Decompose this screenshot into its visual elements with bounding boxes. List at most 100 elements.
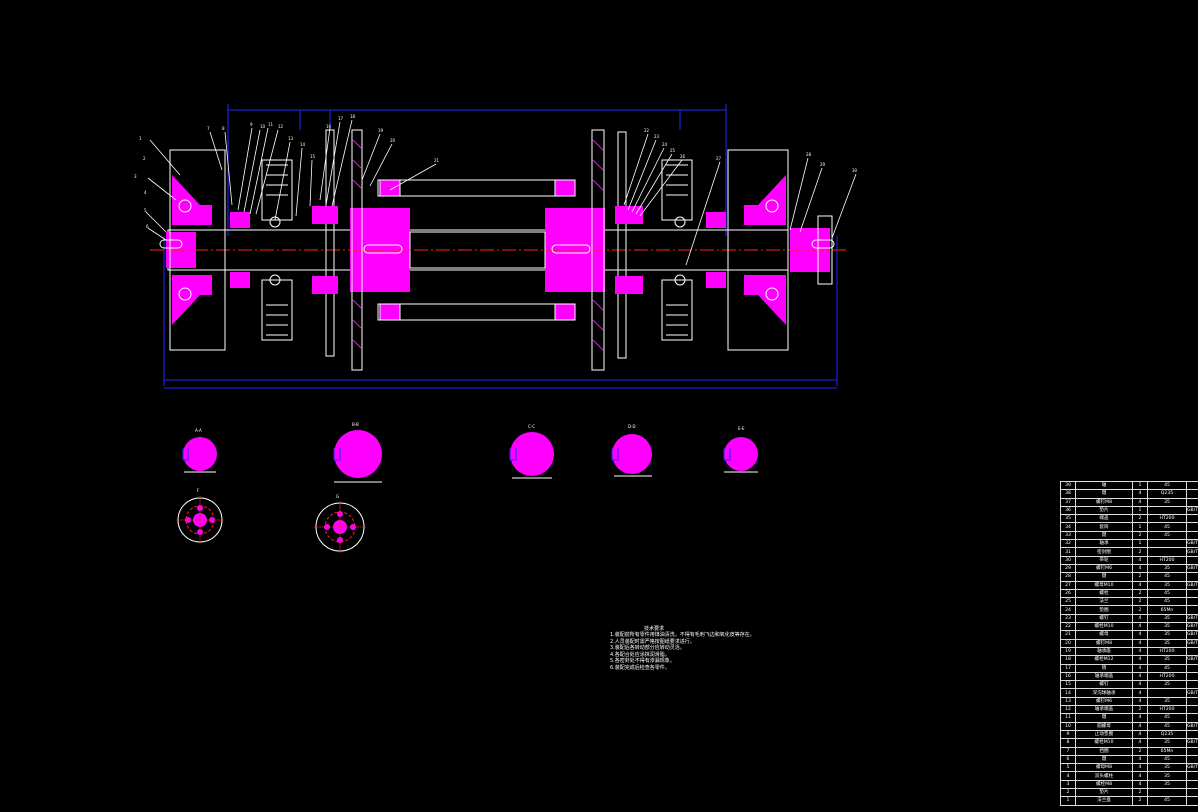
parts-list-cell: 法兰 <box>1075 597 1133 607</box>
parts-list-cell: 2 <box>1132 514 1148 524</box>
parts-list-cell: 12 <box>1060 704 1076 715</box>
technical-notes: 技术要求 1.装配前所有零件用煤油清洗，不得有毛刺飞边和氧化皮等存在。 2.人员… <box>610 626 755 672</box>
parts-list-cell: 4 <box>1132 721 1148 731</box>
parts-list-cell: 4 <box>1132 763 1148 773</box>
callout-5: 5 <box>144 208 147 213</box>
parts-list-cell: GB/T 5782 <box>1186 622 1198 632</box>
parts-list-cell: 1 <box>1060 796 1076 806</box>
parts-list-cell: GB/T 276 <box>1186 688 1198 698</box>
parts-list-cell: 11 <box>1060 713 1076 723</box>
parts-list-cell: 39 <box>1060 480 1076 491</box>
parts-list-cell <box>1147 787 1187 798</box>
parts-list-cell: 29 <box>1060 563 1076 574</box>
parts-list-cell <box>1186 680 1198 690</box>
parts-list-cell: 螺钉 <box>1075 613 1133 624</box>
parts-list-cell: 35 <box>1147 779 1187 790</box>
parts-list-cell: 2 <box>1060 787 1076 798</box>
parts-list-cell: 双头螺柱 <box>1075 771 1133 781</box>
parts-list-cell: 19 <box>1060 646 1076 657</box>
parts-list-cell: 销 <box>1075 663 1133 673</box>
parts-list-cell <box>1186 746 1198 756</box>
parts-list-cell: 4 <box>1132 663 1148 673</box>
parts-list-cell: 4 <box>1132 738 1148 748</box>
parts-list-cell: 45 <box>1147 796 1187 806</box>
parts-list-cell <box>1186 555 1198 565</box>
parts-list-cell: 4 <box>1132 630 1148 640</box>
parts-list-cell: 端盖 <box>1075 514 1133 524</box>
callout-11: 11 <box>268 122 274 127</box>
leader-lines <box>145 119 857 266</box>
parts-list-cell: 2 <box>1132 605 1148 615</box>
callout-1: 1 <box>139 136 142 141</box>
parts-list-cell: Q235 <box>1147 729 1187 740</box>
parts-list-cell: 2 <box>1132 787 1148 798</box>
parts-list-cell <box>1186 588 1198 599</box>
parts-list-cell: GB/T 70 <box>1186 638 1198 648</box>
parts-list-cell: 35 <box>1147 696 1187 707</box>
parts-list-cell: 圆螺母 <box>1075 721 1133 731</box>
parts-list-cell <box>1186 489 1198 499</box>
parts-list-cell: 9 <box>1060 729 1076 740</box>
parts-list-cell: 32 <box>1060 539 1076 549</box>
parts-list-cell: 键 <box>1075 713 1133 723</box>
parts-list-cell: 14 <box>1060 688 1076 698</box>
parts-list-cell: 35 <box>1147 613 1187 624</box>
parts-list-cell: 26 <box>1060 588 1076 599</box>
parts-list-cell <box>1186 663 1198 673</box>
callout-20: 20 <box>390 138 396 143</box>
parts-list-cell: 65Mn <box>1147 605 1187 615</box>
parts-list-cell: 36 <box>1060 505 1076 516</box>
parts-list-cell <box>1186 771 1198 781</box>
section-d-label: D-D <box>628 424 636 429</box>
note-line: 5.各密封处不得有渗漏现象。 <box>610 658 675 665</box>
note-line: 4.各配合处应涂抹润滑脂。 <box>610 651 670 658</box>
callout-16: 16 <box>326 124 332 129</box>
parts-list-cell: 2 <box>1132 746 1148 756</box>
callout-23: 23 <box>654 134 660 139</box>
parts-list-cell: 1 <box>1132 505 1148 516</box>
parts-list-cell: 65Mn <box>1147 746 1187 756</box>
parts-list-cell: 35 <box>1147 580 1187 590</box>
note-line: 3.装配后各转动部分应转动灵活。 <box>610 645 685 652</box>
parts-list-cell: 垫圈 <box>1075 605 1133 615</box>
parts-list-cell: 螺栓M10 <box>1075 622 1133 632</box>
parts-list-cell: 4 <box>1060 771 1076 781</box>
parts-list-cell <box>1186 779 1198 790</box>
parts-list-cell <box>1186 480 1198 491</box>
parts-list-cell: 4 <box>1132 497 1148 507</box>
parts-list-cell: 8 <box>1060 738 1076 748</box>
parts-list-cell: 4 <box>1132 754 1148 765</box>
section-b-label: B-B <box>352 422 359 427</box>
callout-27: 27 <box>716 156 722 161</box>
parts-list-cell: GB/T 70 <box>1186 563 1198 574</box>
parts-list-cell: 轴承座 <box>1075 646 1133 657</box>
parts-list-cell: 密封圈 <box>1075 547 1133 557</box>
parts-list-cell: 27 <box>1060 580 1076 590</box>
parts-list-cell: 45 <box>1147 663 1187 673</box>
parts-list-cell <box>1186 646 1198 657</box>
parts-list-cell: 2 <box>1132 588 1148 599</box>
parts-list-cell: 4 <box>1132 613 1148 624</box>
callout-13: 13 <box>288 136 294 141</box>
parts-list-cell: 法兰盘 <box>1075 796 1133 806</box>
parts-list-cell <box>1186 530 1198 541</box>
parts-list-cell: 4 <box>1132 671 1148 682</box>
parts-list-cell: HT200 <box>1147 555 1187 565</box>
parts-list-cell: 20 <box>1060 638 1076 648</box>
parts-list-cell: GB/T 70 <box>1186 613 1198 624</box>
